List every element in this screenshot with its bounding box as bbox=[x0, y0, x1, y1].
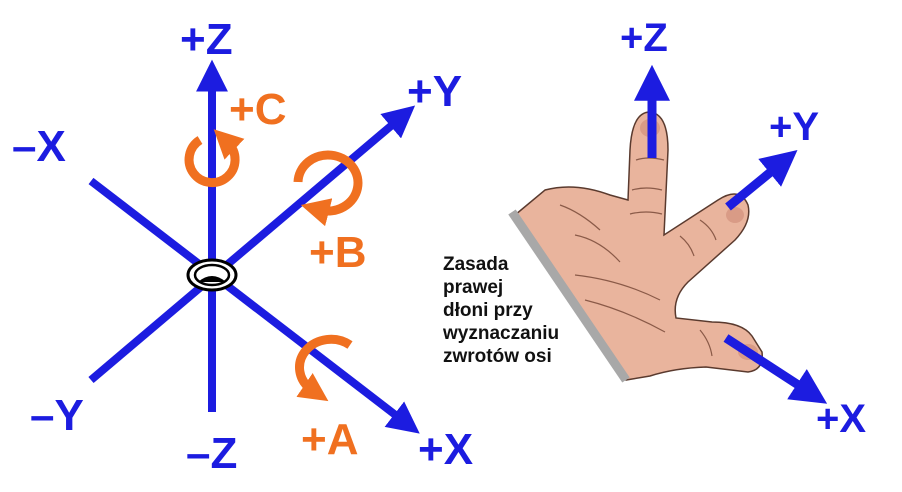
plus-y-label: +Y bbox=[407, 67, 463, 116]
caption-line: Zasada bbox=[443, 254, 509, 275]
caption-line: dłoni przy bbox=[443, 300, 533, 321]
right-hand-rule-caption: Zasada prawej dłoni przy wyznaczaniu zwr… bbox=[443, 253, 593, 368]
x-axis-line bbox=[88, 177, 420, 434]
caption-line: prawej bbox=[443, 277, 504, 298]
hand-plus-z-label: +Z bbox=[620, 16, 668, 60]
rotation-c-arrow bbox=[184, 129, 245, 188]
hand-plus-y-label: +Y bbox=[769, 105, 820, 149]
minus-z-label: –Z bbox=[186, 429, 238, 478]
plus-x-label: +X bbox=[418, 425, 474, 474]
hand-plus-x-label: +X bbox=[816, 397, 867, 441]
hand-x-arrow bbox=[723, 334, 828, 404]
minus-y-label: –Y bbox=[30, 391, 84, 440]
palm-line-1 bbox=[574, 274, 661, 301]
rotation-b-arrow bbox=[293, 150, 363, 227]
caption-line: wyznaczaniu bbox=[443, 323, 560, 344]
finger-crease-2 bbox=[631, 187, 663, 191]
finger-crease-3 bbox=[629, 211, 663, 215]
knuckle-line-2 bbox=[574, 234, 621, 263]
rotation-a-arrow bbox=[295, 334, 353, 402]
plus-z-label: +Z bbox=[180, 15, 233, 64]
palm-line-2 bbox=[584, 299, 666, 333]
caption-line: zwrotów osi bbox=[443, 346, 552, 367]
index-nail bbox=[726, 207, 744, 223]
finger-crease-5 bbox=[679, 235, 695, 257]
hand-y-arrow bbox=[725, 150, 798, 211]
rotation-c-label: +C bbox=[229, 85, 287, 134]
origin-marker bbox=[186, 258, 238, 292]
left-coordinate-system bbox=[88, 59, 420, 434]
minus-x-label: –X bbox=[12, 122, 66, 171]
wrist-edge bbox=[508, 209, 630, 383]
rotation-a-label: +A bbox=[301, 415, 359, 464]
right-hand-illustration bbox=[508, 64, 828, 404]
hand-shape bbox=[513, 111, 763, 381]
knuckle-line-1 bbox=[559, 204, 601, 231]
finger-crease-4 bbox=[699, 219, 717, 241]
rotation-b-label: +B bbox=[309, 228, 367, 277]
thumb-crease bbox=[699, 329, 713, 357]
